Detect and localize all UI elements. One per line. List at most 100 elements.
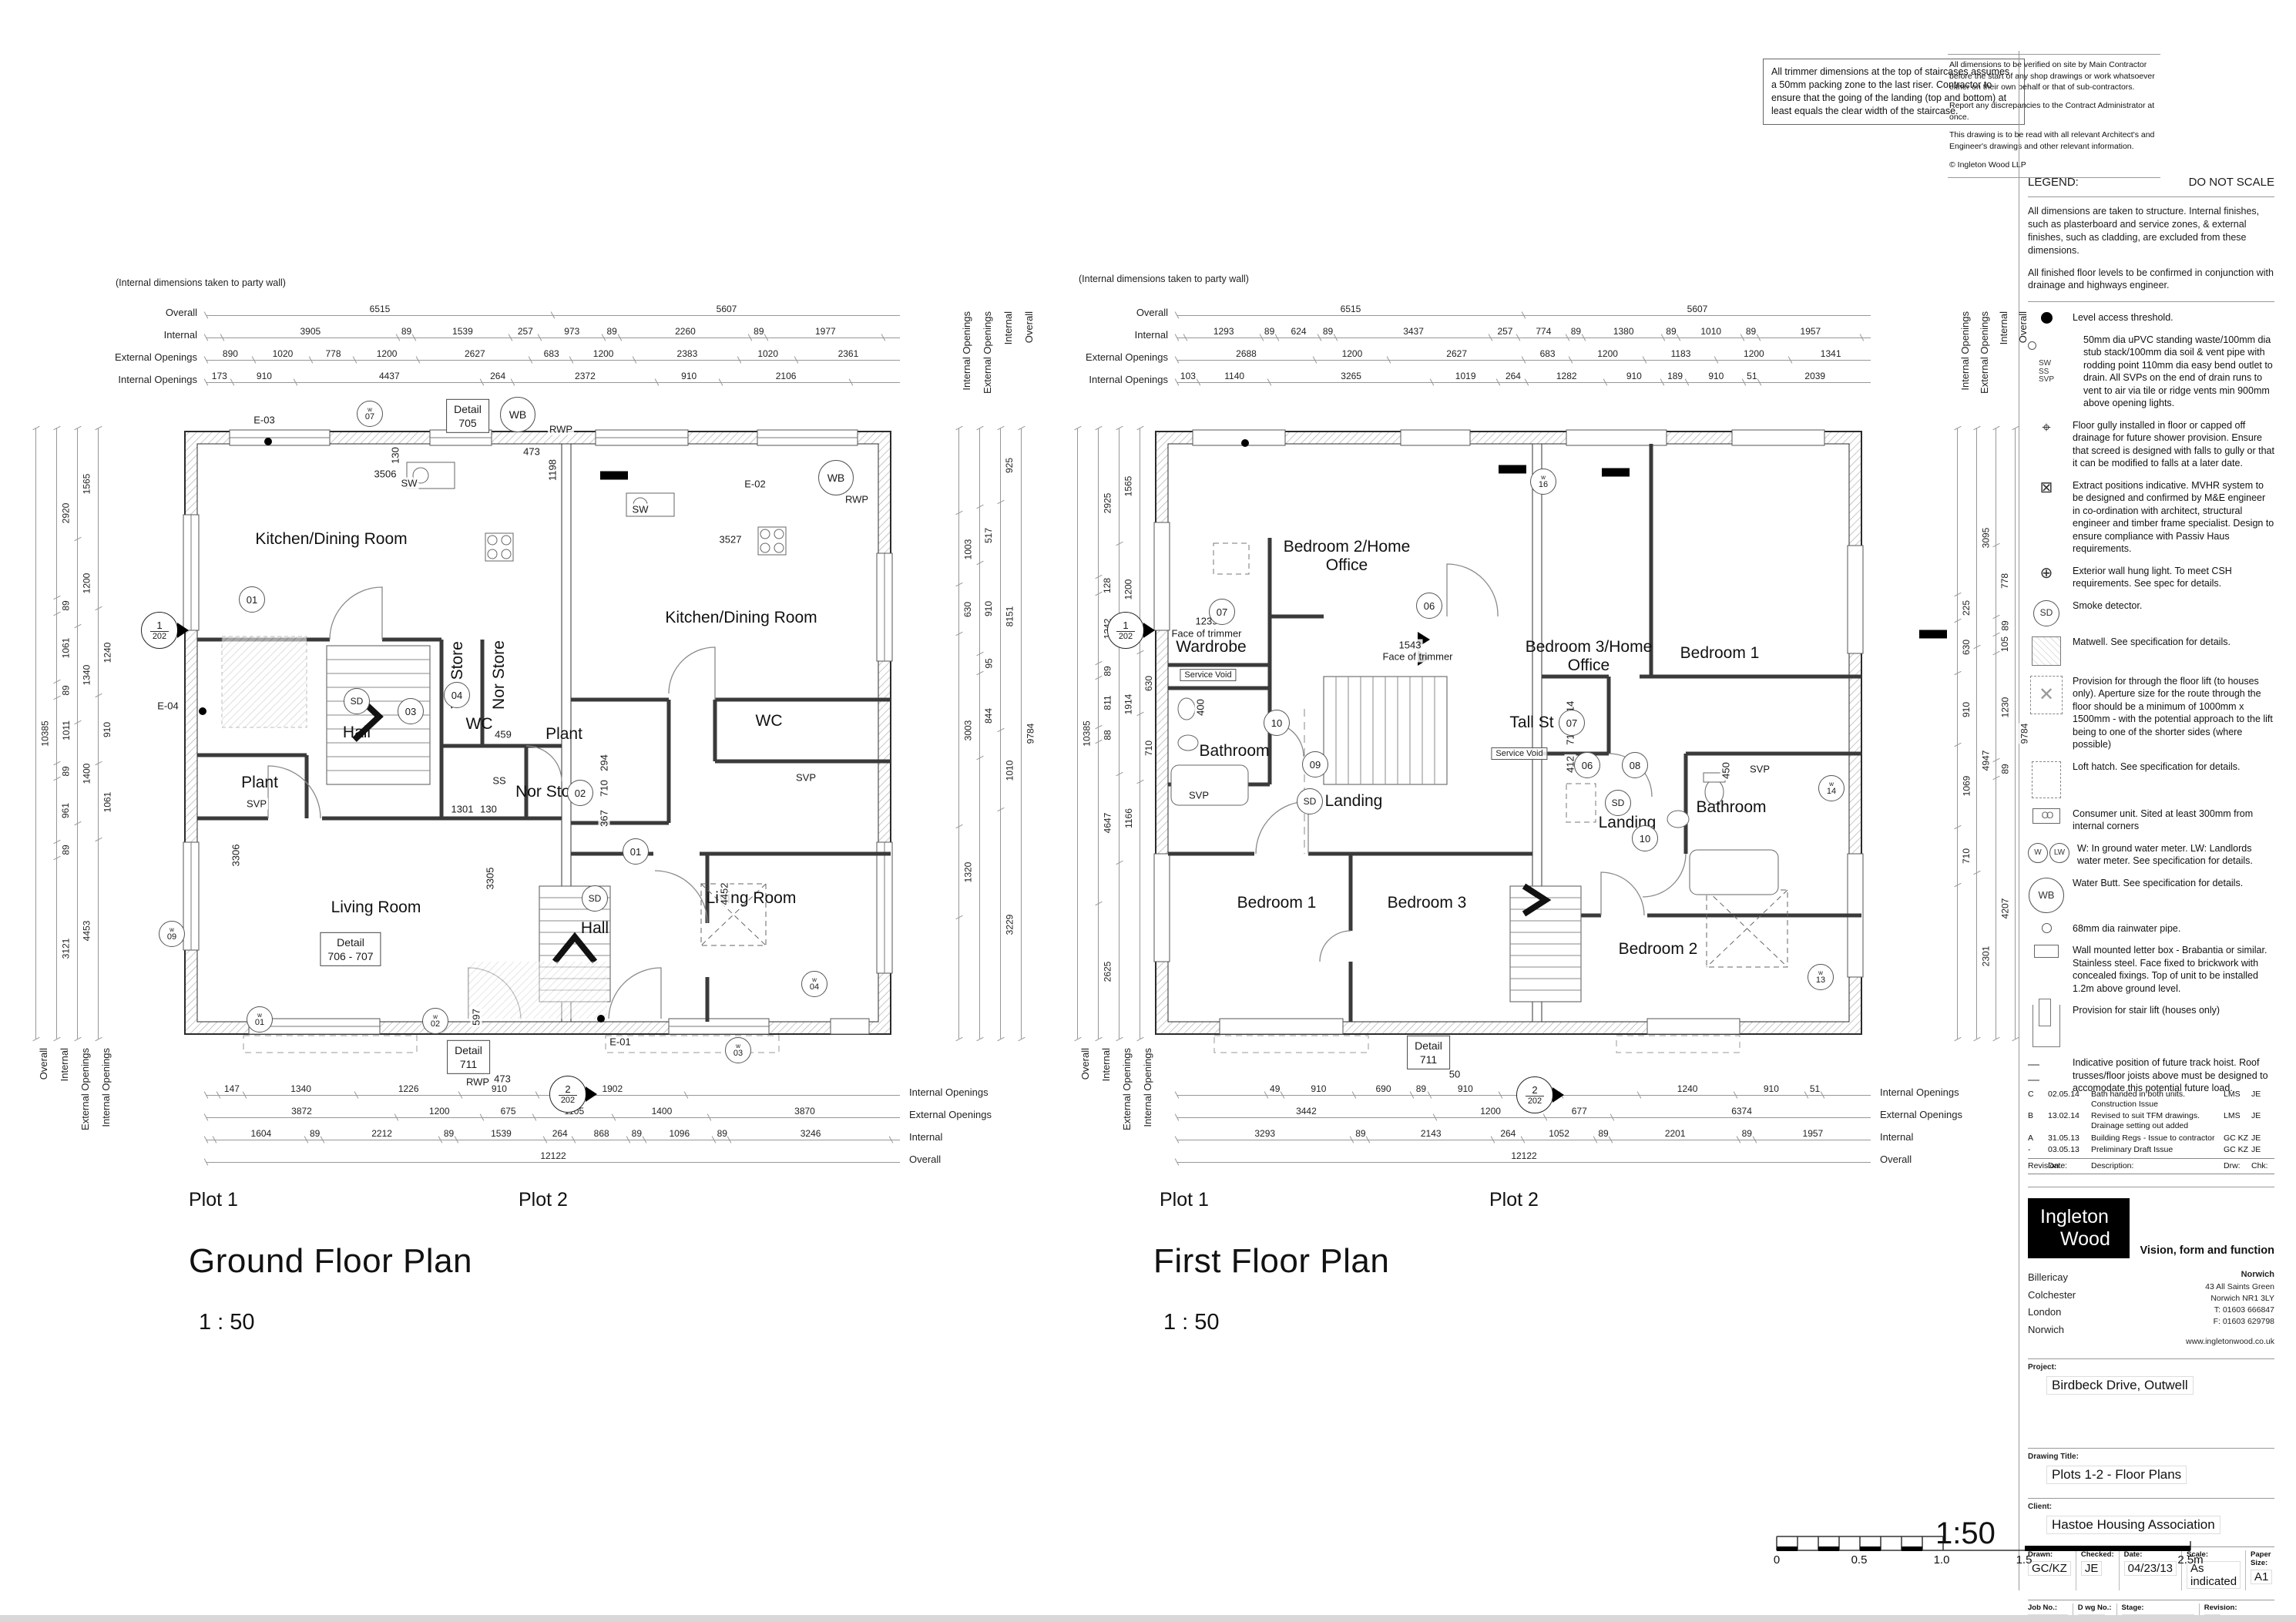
annotation-text: E-02 [743, 478, 767, 490]
annotation-text: 4452 [718, 881, 730, 907]
address-line: F: 01603 629798 [2213, 1317, 2274, 1327]
room-label: WC [465, 714, 493, 733]
room-label: Bathroom [1696, 798, 1767, 816]
note-paragraph: Report any discrepancies to the Contract… [1949, 101, 2155, 122]
address-line: T: 01603 666847 [2214, 1305, 2274, 1315]
annotation-text: 3305 [484, 865, 496, 892]
dimension-column-label: External Openings [982, 311, 993, 394]
scale-tick: 0 [1773, 1553, 1781, 1567]
annotation-text: 3306 [230, 842, 242, 868]
sheet-edge-strip [0, 1615, 2296, 1622]
annotation-text: 294 [598, 753, 610, 773]
annotation-text: SS [491, 774, 508, 787]
drawing-title-block: Drawing Title: Plots 1-2 - Floor Plans [2028, 1447, 2274, 1487]
dimension-column: 9784 [2015, 428, 2033, 1039]
legend-intro: All dimensions are taken to structure. I… [2028, 205, 2274, 292]
door-reference-marker: 02 [567, 780, 593, 806]
legend-item: ⊠Extract positions indicative. MVHR syst… [2028, 479, 2274, 556]
legend-item: — —Indicative position of future track h… [2028, 1057, 2268, 1094]
annotation-text: 50 [1447, 1068, 1462, 1080]
door-reference-marker: 03 [398, 698, 424, 724]
verification-notes: All dimensions to be verified on site by… [1948, 54, 2160, 178]
room-label: Hall [580, 918, 609, 937]
annotation-text: E-01 [608, 1036, 633, 1048]
office-item: Colchester [2028, 1288, 2076, 1301]
dimension-column-label: Internal Openings [100, 1048, 112, 1127]
annotation-text: 1301 [449, 803, 475, 815]
annotation-text: 130 [478, 803, 498, 815]
threshold-dot-icon [597, 1015, 605, 1023]
note-paragraph: All dimensions to be verified on site by… [1949, 60, 2155, 92]
door-reference-marker: 01 [239, 586, 265, 613]
room-label: Bedroom 1 [1680, 643, 1760, 662]
annotation-text: 459 [493, 728, 513, 740]
annotation-text: RWP [547, 423, 575, 435]
annotation-text: SW [399, 477, 419, 489]
annotation-box: Service Void [1491, 747, 1548, 760]
first-plot2-label: Plot 2 [1489, 1189, 1539, 1211]
dimension-column-label: Internal [1002, 311, 1014, 345]
legend-item: ⌖Floor gully installed in floor or cappe… [2028, 419, 2274, 470]
dimension-column-label: External Openings [1979, 311, 1990, 394]
scale-tick: 1.5 [2016, 1553, 2032, 1567]
ground-floor-scale: 1 : 50 [199, 1310, 255, 1335]
legend-item: 68mm dia rainwater pipe. [2028, 922, 2274, 935]
annotation-text: SVP [1747, 763, 1772, 775]
dimension-column-label: External Openings [1121, 1048, 1133, 1130]
annotation-text: SVP [1187, 789, 1211, 801]
dimension-column-label: Internal [1998, 311, 2009, 345]
annotation-text: 1543 [1397, 639, 1423, 651]
dimension-column-label: Internal Openings [1959, 311, 1971, 391]
address-line: Norwich NR1 3LY [2210, 1293, 2274, 1303]
annotation-text: 3527 [717, 533, 744, 546]
dimension-column-label: Overall [1079, 1048, 1091, 1080]
extract-vent-icon [1602, 468, 1630, 477]
room-label: Plant [241, 773, 278, 791]
ground-floor-title: Ground Floor Plan [189, 1242, 473, 1280]
dimension-column: 29251281242898118846472625 [1098, 428, 1116, 1039]
trimmer-note: All trimmer dimensions at the top of sta… [1763, 59, 2025, 125]
room-label: Bathroom [1199, 741, 1270, 760]
ground-floor-plan-drawing [183, 429, 893, 1053]
smoke-detector-icon: SD [344, 688, 370, 714]
legend-intro-paragraph: All dimensions are taken to structure. I… [2028, 206, 2260, 256]
legend-symbol-hatch [2028, 636, 2065, 666]
dimension-column-label: Internal Openings [1142, 1048, 1153, 1127]
scale-tick: 1.0 [1933, 1553, 1950, 1567]
room-label: WC [755, 711, 783, 730]
door-reference-marker: 06 [1416, 593, 1442, 619]
room-label: Living Room [331, 898, 421, 916]
scale-bar-graphic [1776, 1536, 2191, 1551]
room-label: Bedroom 3/Home Office [1525, 637, 1653, 674]
plan-note: (Internal dimensions taken to party wall… [116, 277, 286, 288]
legend-intro-paragraph: All finished floor levels to be confirme… [2028, 267, 2274, 291]
legend-item: Matwell. See specification for details. [2028, 636, 2274, 666]
ingleton-wood-logo: Ingleton Wood [2028, 1197, 2130, 1258]
dimension-column: 10385 [35, 428, 54, 1039]
annotation-text: Face of trimmer [1170, 627, 1244, 640]
legend-symbol-glyph: ⊕ [2039, 564, 2053, 582]
room-label: Wardrobe [1176, 637, 1247, 656]
room-label: Landing [1324, 791, 1383, 810]
